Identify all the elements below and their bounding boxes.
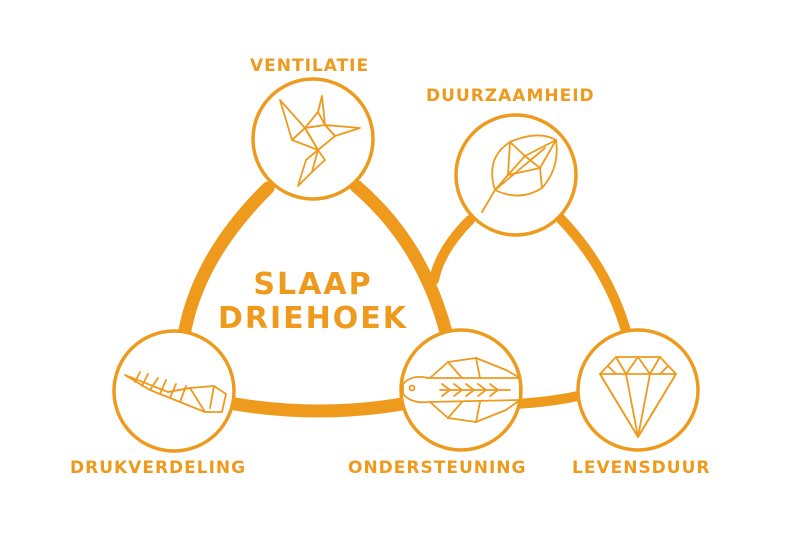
diamond-icon [599, 356, 677, 438]
connector-drukverdeling-ondersteuning [228, 397, 409, 418]
connector-duurzaamheid-levensduur [555, 213, 633, 343]
connector-ventilatie-drukverdeling [178, 181, 275, 337]
connector-ondersteuning-levensduur [510, 391, 583, 409]
levensduur-node [576, 328, 700, 452]
center-title-line1: SLAAP [253, 267, 373, 302]
connector-ventilatie-ondersteuning [349, 179, 455, 347]
levensduur-label: LEVENSDUUR [572, 458, 711, 478]
drukverdeling-label: DRUKVERDELING [70, 458, 247, 478]
center-title: SLAAP DRIEHOEK [210, 268, 416, 336]
leaf-icon [481, 134, 558, 213]
connector-duurzaamheid-ondersteuning [429, 215, 475, 285]
ventilatie-node [251, 77, 375, 201]
duurzaamheid-node [454, 113, 578, 237]
ondersteuning-label: ONDERSTEUNING [348, 458, 527, 478]
center-title-line2: DRIEHOEK [217, 301, 408, 336]
feather-icon [124, 371, 227, 413]
duurzaamheid-label: DUURZAAMHEID [426, 86, 595, 106]
origami-bird-icon [279, 95, 361, 187]
ventilatie-label: VENTILATIE [250, 56, 370, 76]
crocodile-icon [402, 357, 521, 423]
